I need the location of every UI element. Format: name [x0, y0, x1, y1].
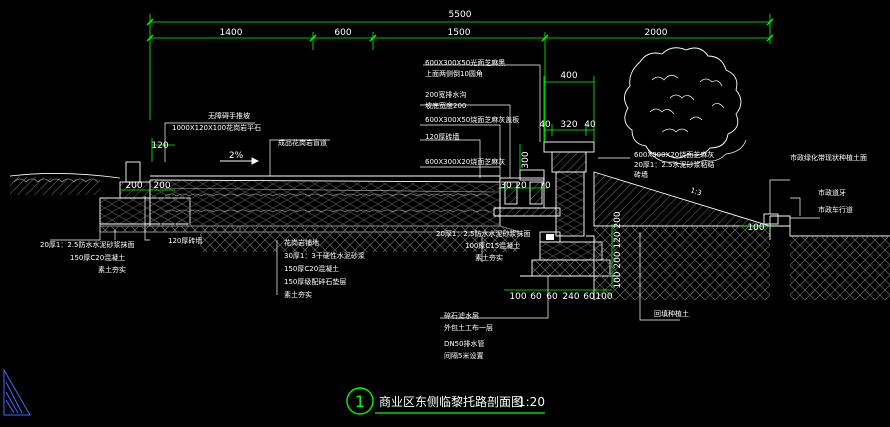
dim-300: 300 — [521, 151, 531, 168]
main-pavement — [149, 157, 521, 252]
dim-vertical-stack: 100 200 120 200 — [613, 211, 623, 289]
note-rubble-d: 间隔5米设置 — [444, 351, 483, 360]
dim-100-right: 100 — [747, 223, 764, 233]
note-stone20: 600X300X20烧面芝麻灰 — [425, 157, 505, 166]
dim-30: 30 — [500, 181, 512, 191]
note-backfill: 回填种植土 — [654, 309, 689, 318]
ucs-icon — [3, 368, 31, 416]
dim-overall: 5500 — [449, 10, 472, 20]
top-dimension-chain — [146, 14, 774, 120]
title-scale: 1:20 — [518, 395, 545, 409]
note-r1: 市政绿化带现状种植土面 — [790, 153, 867, 162]
dim-bottom-3: 60 — [546, 292, 558, 302]
left-terrain — [9, 173, 121, 195]
dim-bottom-1: 100 — [509, 292, 526, 302]
note-wall-right-b: 20厚1：2.5水泥砂浆粘结 — [634, 160, 715, 169]
dim-70: 70 — [539, 181, 551, 191]
note-rubble-c: DN50排水管 — [444, 339, 485, 348]
annotations: 无障碍手推坡 1000X120X100花岗岩平石 成品花岗岩盲道 600X300… — [40, 58, 867, 360]
dim-200-right: 200 — [153, 181, 170, 191]
bottom-dimension-labels: 100 60 60 240 60 100 — [509, 292, 612, 302]
gutter-structure — [493, 169, 561, 217]
dim-120: 120 — [151, 141, 168, 151]
note-mid-l1: 花岗岩铺地 — [284, 238, 319, 247]
note-wall-right-c: 砖墙 — [634, 170, 648, 179]
title-number: 1 — [355, 392, 365, 411]
note-left-l2: 150厚C20混凝土 — [70, 253, 125, 262]
dim-seg-3: 1500 — [448, 28, 471, 38]
dim-bottom-2: 60 — [530, 292, 542, 302]
note-left-l1: 20厚1：2.5防水水泥砂浆抹面 — [40, 240, 135, 249]
dim-200-left: 200 — [125, 181, 142, 191]
slope-ratio-label: 1:3 — [689, 186, 702, 197]
note-precast: 成品花岗岩盲道 — [278, 138, 327, 147]
note-rubble-b: 外包土工布一层 — [444, 323, 493, 332]
title-number-circle — [346, 387, 374, 415]
retaining-wall — [520, 141, 620, 277]
note-r2: 市政道牙 — [818, 188, 846, 197]
slope-label: 2% — [229, 151, 244, 161]
dim-bottom-6: 100 — [595, 292, 612, 302]
detail-dimension-lines — [120, 50, 770, 291]
dim-bottom-4: 240 — [562, 292, 579, 302]
dim-20: 20 — [515, 181, 527, 191]
note-mid-l2: 30厚1：3干硬性水泥砂浆 — [284, 251, 365, 260]
dim-320: 320 — [560, 120, 577, 130]
dim-400: 400 — [560, 71, 577, 81]
note-rubble-a: 碎石滤水层 — [444, 311, 479, 320]
note-top-plate: 600X300X50烧面芝麻灰盖板 — [425, 115, 519, 124]
note-brick120: 120厚砖墙 — [425, 132, 459, 141]
tree-symbol — [624, 47, 747, 165]
note-wall-right-a: 600X300X20烧面芝麻灰 — [634, 150, 714, 159]
note-cen-l2: 100厚C15混凝土 — [465, 241, 520, 250]
note-handrail-a: 无障碍手推坡 — [208, 111, 250, 120]
note-mid-l4: 150厚级配碎石垫层 — [284, 277, 346, 286]
dim-bottom-5: 60 — [583, 292, 595, 302]
note-cen-l3: 素土夯实 — [475, 253, 503, 262]
leader-lines — [50, 64, 820, 321]
note-mid-l5: 素土夯实 — [284, 290, 312, 299]
dim-40-right: 40 — [584, 120, 596, 130]
note-mid-l3: 150厚C20混凝土 — [284, 264, 339, 273]
dim-40-left: 40 — [539, 120, 551, 130]
note-brick120b: 120厚砖墙 — [168, 236, 202, 245]
note-handrail-b: 1000X120X100花岗岩平石 — [172, 123, 261, 132]
right-planting-slope — [586, 171, 890, 300]
dim-seg-4: 2000 — [645, 28, 668, 38]
dim-seg-2: 600 — [334, 28, 351, 38]
note-r3: 市政车行道 — [818, 205, 853, 214]
note-curb-a: 600X300X50光面芝麻黑 — [425, 58, 505, 67]
drawing-title: 1 商业区东侧临黎托路剖面图 1:20 — [346, 387, 545, 415]
note-gutter-b: 坡底宽度200 — [425, 101, 466, 110]
note-cen-l1: 20厚1：2.5防水水泥砂浆抹面 — [436, 229, 531, 238]
note-curb-b: 上面两侧倒10圆角 — [425, 69, 483, 78]
note-left-l3: 素土夯实 — [98, 265, 126, 274]
dim-seg-1: 1400 — [220, 28, 243, 38]
note-gutter-a: 200宽排水沟 — [425, 90, 466, 99]
title-text: 商业区东侧临黎托路剖面图 — [379, 394, 523, 409]
